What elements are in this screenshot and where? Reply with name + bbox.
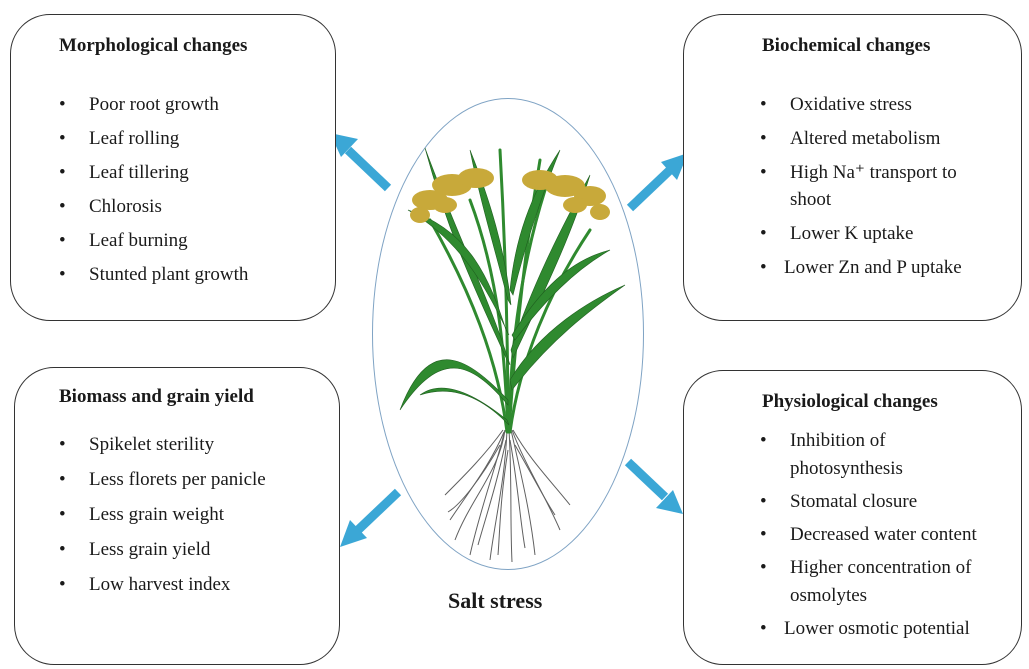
bullet-list: •Spikelet sterility •Less florets per pa… [59, 431, 266, 606]
arrow-to-physiological [628, 462, 683, 514]
bullet-list: •Poor root growth •Leaf rolling •Leaf ti… [59, 91, 248, 295]
list-item: •Less grain weight [59, 501, 266, 528]
list-item: •Low harvest index [59, 571, 266, 598]
salt-stress-caption: Salt stress [448, 588, 542, 614]
list-item: •Higher concentration of osmolytes [760, 554, 1012, 610]
bullet-list: •Inhibition of photosynthesis •Stomatal … [760, 427, 1012, 648]
list-item: •Lower osmotic potential [760, 615, 1012, 643]
box-title: Morphological changes [59, 35, 247, 57]
box-title: Physiological changes [762, 391, 938, 413]
list-item: •Lower K uptake [760, 220, 1000, 247]
list-item: •Spikelet sterility [59, 431, 266, 458]
list-item: •Oxidative stress [760, 91, 1000, 118]
list-item: •Lower Zn and P uptake [760, 254, 1000, 281]
biomass-grain-yield-box: Biomass and grain yield •Spikelet steril… [14, 367, 340, 665]
morphological-changes-box: Morphological changes •Poor root growth … [10, 14, 336, 321]
arrows [330, 133, 688, 547]
box-title: Biochemical changes [762, 35, 930, 57]
biochemical-changes-box: Biochemical changes •Oxidative stress •A… [683, 14, 1022, 321]
list-item: •Stomatal closure [760, 488, 1012, 516]
list-item: •Decreased water content [760, 521, 1012, 549]
list-item: •Poor root growth [59, 91, 248, 118]
list-item: •Less grain yield [59, 536, 266, 563]
list-item: •Altered metabolism [760, 125, 1000, 152]
arrow-to-biomass [340, 492, 398, 547]
physiological-changes-box: Physiological changes •Inhibition of pho… [683, 370, 1022, 665]
list-item: •Inhibition of photosynthesis [760, 427, 980, 483]
arrow-to-biochemical [630, 153, 688, 208]
list-item: •High Na⁺ transport to shoot [760, 159, 1000, 213]
list-item: •Chlorosis [59, 193, 248, 220]
list-item: •Leaf rolling [59, 125, 248, 152]
roots [445, 430, 570, 562]
panicle-grains [410, 168, 610, 223]
list-item: •Less florets per panicle [59, 466, 266, 493]
list-item: •Stunted plant growth [59, 261, 248, 288]
bullet-list: •Oxidative stress •Altered metabolism •H… [760, 91, 1000, 288]
list-item: •Leaf burning [59, 227, 248, 254]
arrow-to-morphological [330, 133, 388, 188]
list-item: •Leaf tillering [59, 159, 248, 186]
box-title: Biomass and grain yield [59, 386, 254, 408]
